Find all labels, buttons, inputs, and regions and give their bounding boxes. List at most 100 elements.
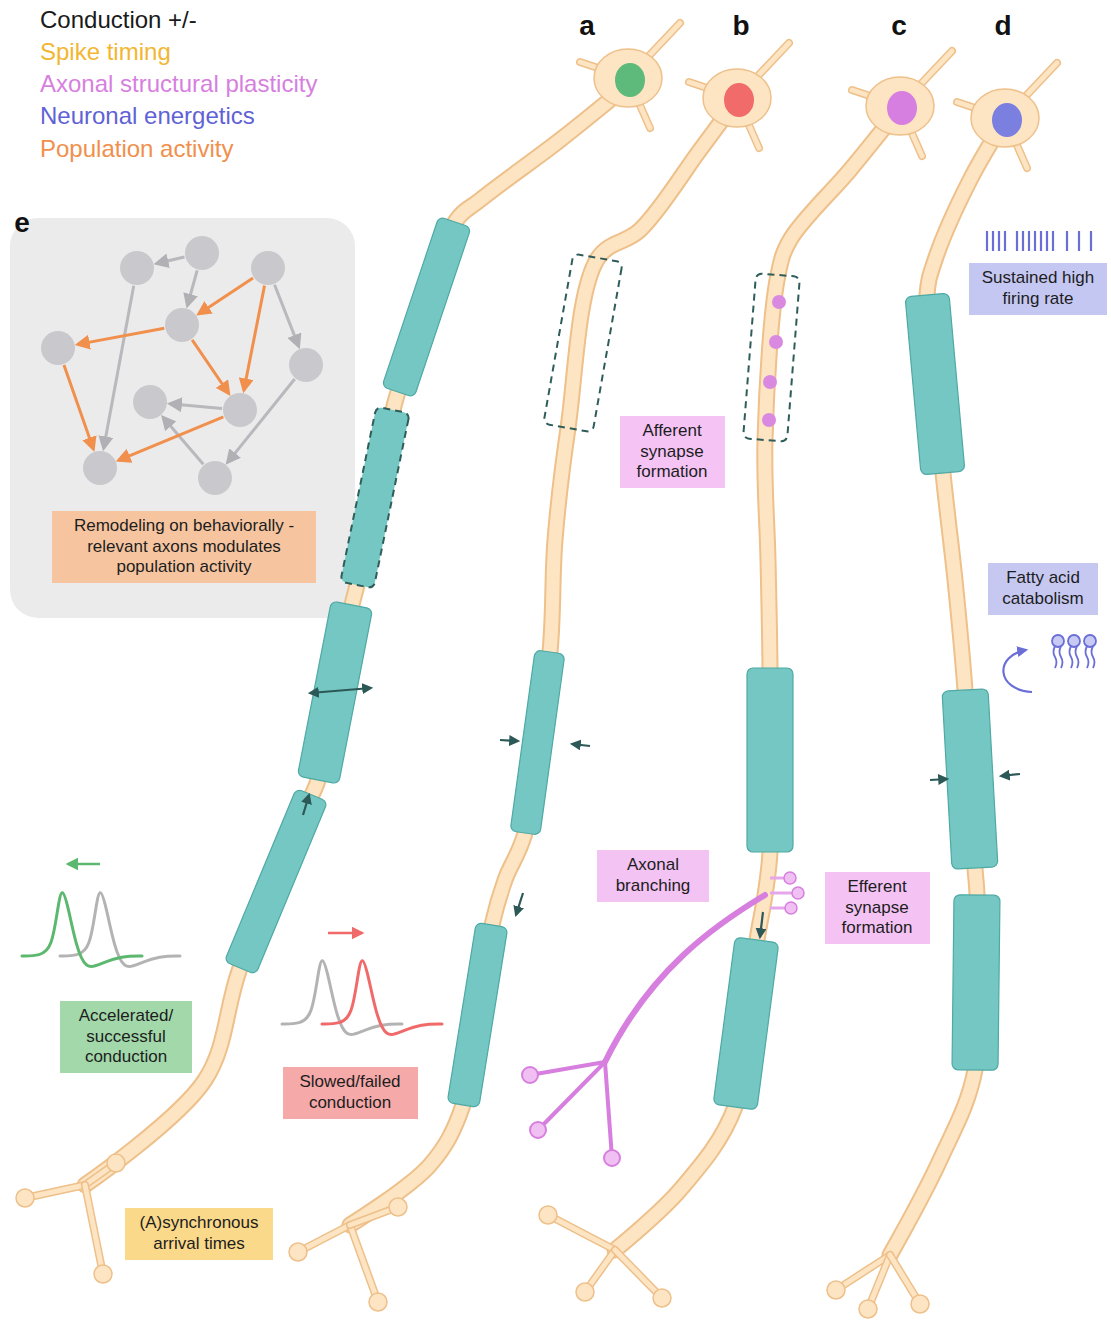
box-text: Sustained high firing rate bbox=[976, 268, 1100, 309]
network-edge bbox=[170, 404, 222, 409]
efferent-synapse bbox=[792, 887, 804, 899]
soma bbox=[594, 49, 662, 107]
branch-bouton bbox=[604, 1150, 620, 1166]
terminal-outline bbox=[350, 1225, 378, 1302]
baseline-spike bbox=[60, 893, 180, 967]
network-neuron bbox=[289, 348, 323, 382]
network-neuron bbox=[41, 331, 75, 365]
remodeling-arrow bbox=[572, 744, 590, 746]
box-text: Axonal branching bbox=[604, 855, 702, 896]
myelin-sheath bbox=[713, 937, 779, 1110]
box-text: Remodeling on behaviorally -relevant axo… bbox=[59, 516, 309, 578]
soma bbox=[703, 69, 771, 127]
spike-train-bar bbox=[1034, 231, 1036, 251]
myelin-sheath bbox=[510, 650, 565, 835]
network-neuron bbox=[223, 393, 257, 427]
active-network-edge bbox=[64, 365, 93, 449]
spike-train-bar bbox=[1078, 231, 1080, 251]
remodeling-arrow bbox=[516, 893, 523, 915]
branch-bouton bbox=[530, 1122, 546, 1138]
synaptic-bouton bbox=[859, 1300, 877, 1318]
terminal-outline bbox=[85, 1185, 103, 1274]
active-network-edge bbox=[118, 417, 223, 460]
lipid-head bbox=[1084, 635, 1096, 647]
myelin-sheath bbox=[952, 895, 1000, 1071]
branch-terminal bbox=[538, 1062, 605, 1130]
synaptic-bouton bbox=[369, 1293, 387, 1311]
spike-train-bar bbox=[1046, 231, 1048, 251]
panel-letter: e bbox=[14, 209, 30, 237]
myelin-sheath bbox=[747, 668, 793, 852]
nucleus bbox=[615, 63, 645, 97]
network-panel bbox=[10, 218, 355, 618]
network-neuron bbox=[120, 251, 154, 285]
spike-train-bar bbox=[1028, 231, 1030, 251]
box-text: Accelerated/ successful conduction bbox=[67, 1006, 185, 1068]
box-text: Efferent synapse formation bbox=[832, 877, 923, 939]
slowed-spike bbox=[322, 961, 442, 1035]
panel-letter: d bbox=[994, 12, 1011, 40]
myelin-sheath bbox=[905, 293, 965, 475]
remodeling-arrow bbox=[1001, 774, 1020, 776]
synaptic-bouton bbox=[16, 1189, 34, 1207]
network-edge bbox=[187, 270, 197, 305]
terminal-outline bbox=[615, 1250, 662, 1298]
remodeling-arrow bbox=[310, 688, 371, 693]
removed-myelin-sheath bbox=[340, 407, 409, 589]
box-text: Fatty acid catabolism bbox=[995, 568, 1091, 609]
synaptic-bouton bbox=[107, 1154, 125, 1172]
synaptic-bouton bbox=[911, 1295, 929, 1313]
legend-entry: Conduction +/- bbox=[40, 6, 197, 34]
nucleus bbox=[992, 103, 1022, 137]
lipid-tail bbox=[1086, 646, 1095, 668]
soma bbox=[866, 77, 934, 135]
spike-train-bar bbox=[992, 231, 994, 251]
spike-train-bar bbox=[1016, 231, 1018, 251]
active-network-edge bbox=[78, 328, 165, 344]
terminal-outline bbox=[548, 1215, 615, 1250]
conduction-box: Slowed/failed conduction bbox=[283, 1067, 418, 1118]
legend-entry: Spike timing bbox=[40, 38, 171, 66]
later-arrow bbox=[328, 932, 362, 935]
efferent-synapse bbox=[784, 872, 796, 884]
efferent-synapse bbox=[785, 902, 797, 914]
soma bbox=[971, 89, 1039, 147]
network-edge bbox=[104, 286, 134, 449]
lipid-tail bbox=[1070, 646, 1079, 668]
nucleus bbox=[724, 83, 754, 117]
network-neuron bbox=[165, 308, 199, 342]
spike-train-bar bbox=[1040, 231, 1042, 251]
box-text: Afferent synapse formation bbox=[627, 421, 718, 483]
catabolism-arrow bbox=[1003, 650, 1032, 692]
axon bbox=[350, 100, 737, 1225]
myelin-sheath bbox=[447, 922, 508, 1107]
afferent-synapse bbox=[769, 335, 783, 349]
remodeling-arrow bbox=[500, 740, 518, 741]
panel-letter: b bbox=[732, 12, 749, 40]
spike-train-bar bbox=[1090, 231, 1092, 251]
unmyelinated-segment bbox=[743, 273, 800, 441]
network-neuron bbox=[251, 251, 285, 285]
conduction-box: Accelerated/ successful conduction bbox=[60, 1001, 192, 1073]
active-network-edge bbox=[199, 278, 253, 314]
plasticity-box: Efferent synapse formation bbox=[825, 872, 930, 944]
active-network-edge bbox=[244, 286, 265, 391]
nucleus bbox=[887, 91, 917, 125]
unmyelinated-segment bbox=[543, 254, 622, 433]
remodeling-arrow bbox=[760, 912, 763, 937]
synaptic-bouton bbox=[827, 1281, 845, 1299]
spike-train-bar bbox=[986, 231, 988, 251]
earlier-arrow bbox=[68, 863, 100, 866]
synaptic-bouton bbox=[576, 1283, 594, 1301]
afferent-synapse bbox=[762, 413, 776, 427]
energetics-box: Fatty acid catabolism bbox=[988, 563, 1098, 614]
box-text: (A)synchronous arrival times bbox=[132, 1213, 266, 1254]
accelerated-spike bbox=[22, 893, 142, 967]
legend-entry: Neuronal energetics bbox=[40, 102, 255, 130]
axon-terminal bbox=[615, 1250, 662, 1298]
synaptic-bouton bbox=[653, 1289, 671, 1307]
spike-train-bar bbox=[998, 231, 1000, 251]
panel-letter: a bbox=[579, 12, 595, 40]
box-text: Slowed/failed conduction bbox=[290, 1072, 411, 1113]
